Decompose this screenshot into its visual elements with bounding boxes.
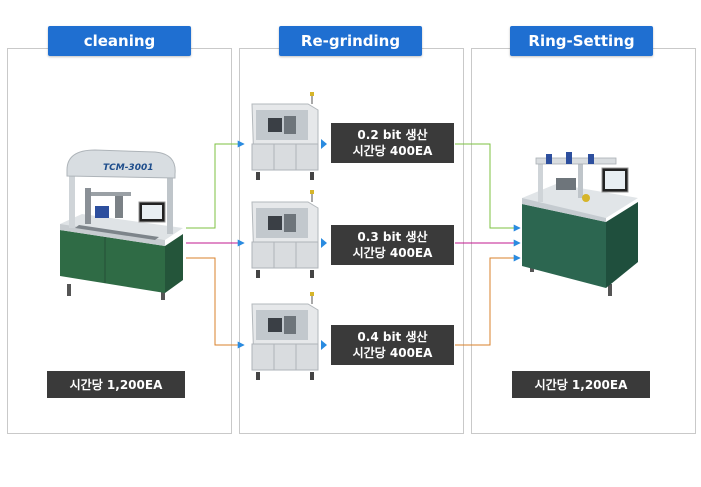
regrinding-label-02-line1: 0.2 bit 생산 [357,128,428,142]
cleaning-machine-label: TCM-3001 [103,163,153,173]
cleaning-title: cleaning [48,26,191,56]
connector-cleaning-to-04 [186,257,245,349]
regrinding-label-03-line1: 0.3 bit 생산 [357,230,428,244]
ringsetting-rate-label: 시간당 1,200EA [512,371,650,398]
arrowhead-04 [321,340,327,350]
regrinding-label-02: 0.2 bit 생산 시간당 400EA [331,123,454,163]
regrinding-label-04-line2: 시간당 400EA [352,346,433,360]
regrinding-machine-02-image [251,92,319,180]
cleaning-rate-label: 시간당 1,200EA [47,371,185,398]
regrinding-title: Re-grinding [279,26,422,56]
connector-cleaning-to-02 [186,140,245,229]
regrinding-label-03-line2: 시간당 400EA [352,246,433,260]
regrinding-machine-04-image [251,292,319,380]
regrinding-machine-03-image [251,190,319,278]
regrinding-label-02-line2: 시간당 400EA [352,144,433,158]
arrowhead-03 [321,238,327,248]
ringsetting-machine-image [522,152,638,296]
connector-04-to-ringsetting [455,254,521,346]
cleaning-machine-image: TCM-3001 [60,149,183,300]
regrinding-label-03: 0.3 bit 생산 시간당 400EA [331,225,454,265]
ringsetting-title: Ring-Setting [510,26,653,56]
arrowhead-02 [321,139,327,149]
connector-02-to-ringsetting [455,143,521,232]
regrinding-label-04: 0.4 bit 생산 시간당 400EA [331,325,454,365]
regrinding-label-04-line1: 0.4 bit 생산 [357,330,428,344]
